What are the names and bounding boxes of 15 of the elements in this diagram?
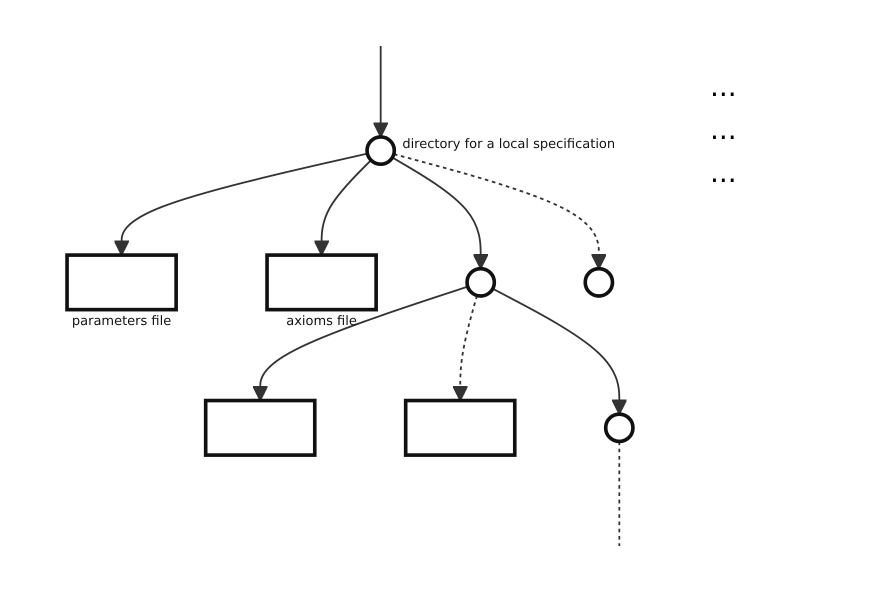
arrow — [314, 160, 372, 256]
arrow — [392, 156, 489, 270]
arrow — [114, 152, 368, 256]
node-caption: directory for a local specification — [402, 136, 616, 152]
ellipsis-text: ... — [710, 113, 738, 146]
arrow — [252, 286, 468, 402]
arrow — [394, 153, 607, 270]
connector — [618, 441, 620, 546]
ellipsis-text: ... — [710, 70, 738, 103]
arrow — [492, 288, 628, 415]
node-caption: axioms file — [285, 314, 358, 329]
arrow — [452, 295, 478, 402]
arrow — [372, 46, 389, 138]
node-caption: parameters file — [70, 314, 172, 329]
ellipsis-text: ... — [710, 156, 738, 189]
